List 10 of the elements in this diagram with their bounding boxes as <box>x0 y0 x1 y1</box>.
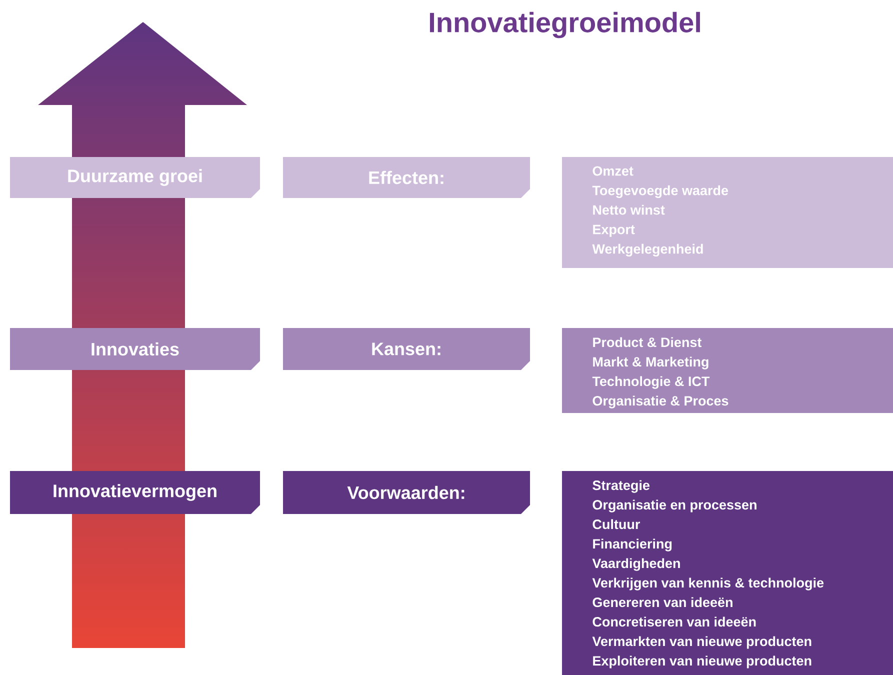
title: Innovatiegroeimodel <box>430 12 700 38</box>
label-band: Effecten: <box>283 157 530 198</box>
list-box: Strategie Organisatie en processen Cultuur Financiering Vaardigheden Verkrijgen van kennis & technologie Genereren van ideeën Concretiseren van ideeën Vermarkten van nieuwe producten Exploiteren van nieuwe producten <box>562 471 893 675</box>
list-box: Product & Dienst Markt & Marketing Technologie & ICT Organisatie & Proces <box>562 328 893 413</box>
label-band: Duurzame groei <box>10 157 260 198</box>
label-band: Innovatievermogen <box>10 471 260 514</box>
label-band: Innovaties <box>10 328 260 370</box>
label-band: Kansen: <box>283 328 530 370</box>
label-band: Voorwaarden: <box>283 471 530 514</box>
list-box: Omzet Toegevoegde waarde Netto winst Export Werkgelegenheid <box>562 157 893 268</box>
